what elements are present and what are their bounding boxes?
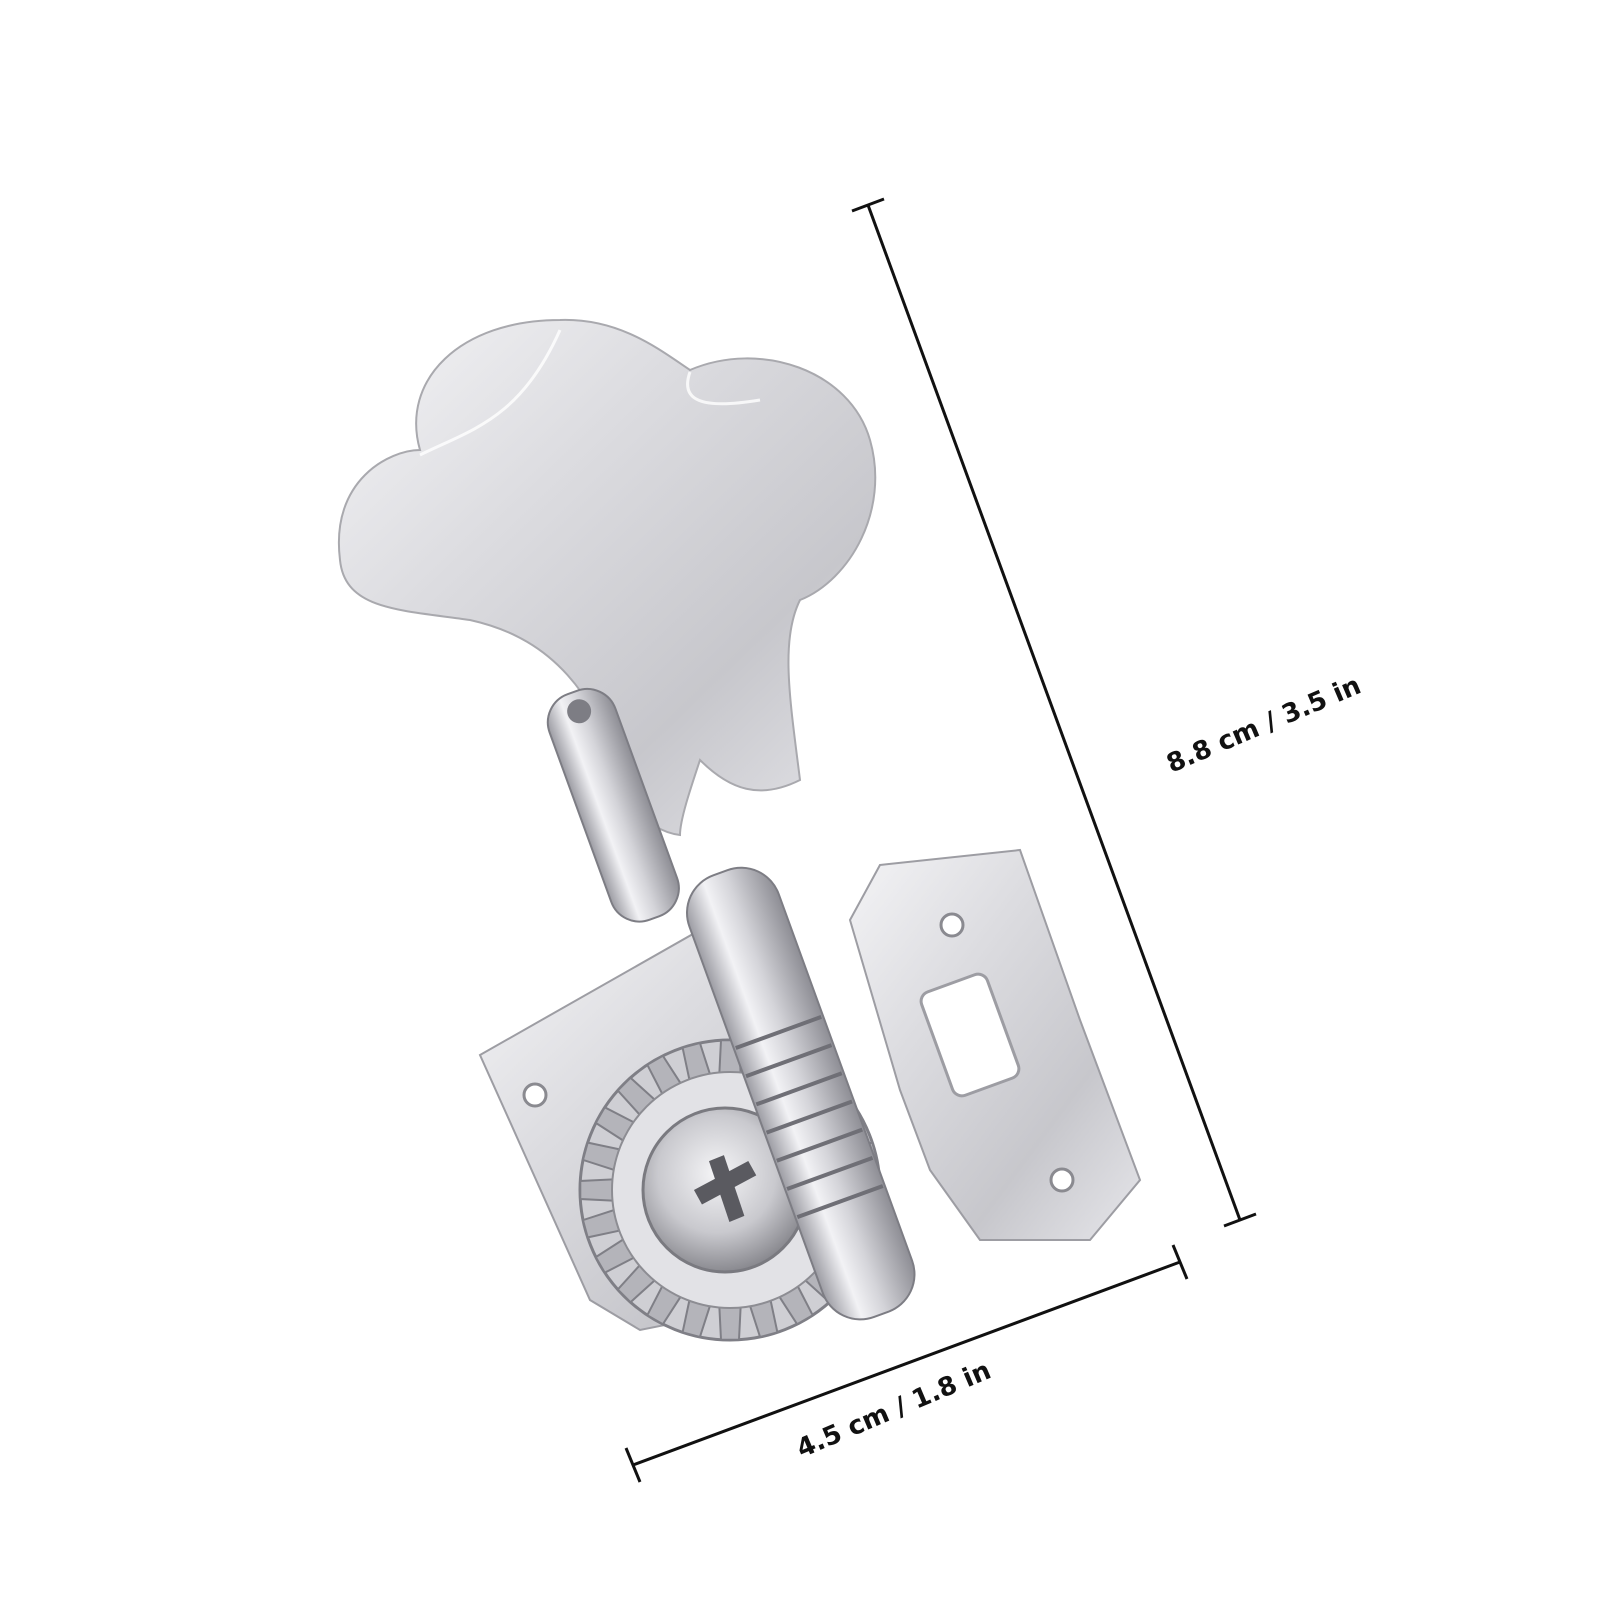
height-dimension-line [851, 197, 1257, 1228]
mounting-hole [1049, 1167, 1075, 1193]
gear-screw [641, 1106, 809, 1274]
tuning-peg [337, 318, 1142, 1342]
mounting-hole [522, 1082, 548, 1108]
tuner-shaft [546, 687, 916, 1321]
gear-tooth [718, 1306, 742, 1341]
bracket-slot [919, 972, 1021, 1098]
gear-tooth [579, 1178, 614, 1202]
mounting-hole [939, 912, 965, 938]
width-dimension-line [624, 1244, 1189, 1483]
